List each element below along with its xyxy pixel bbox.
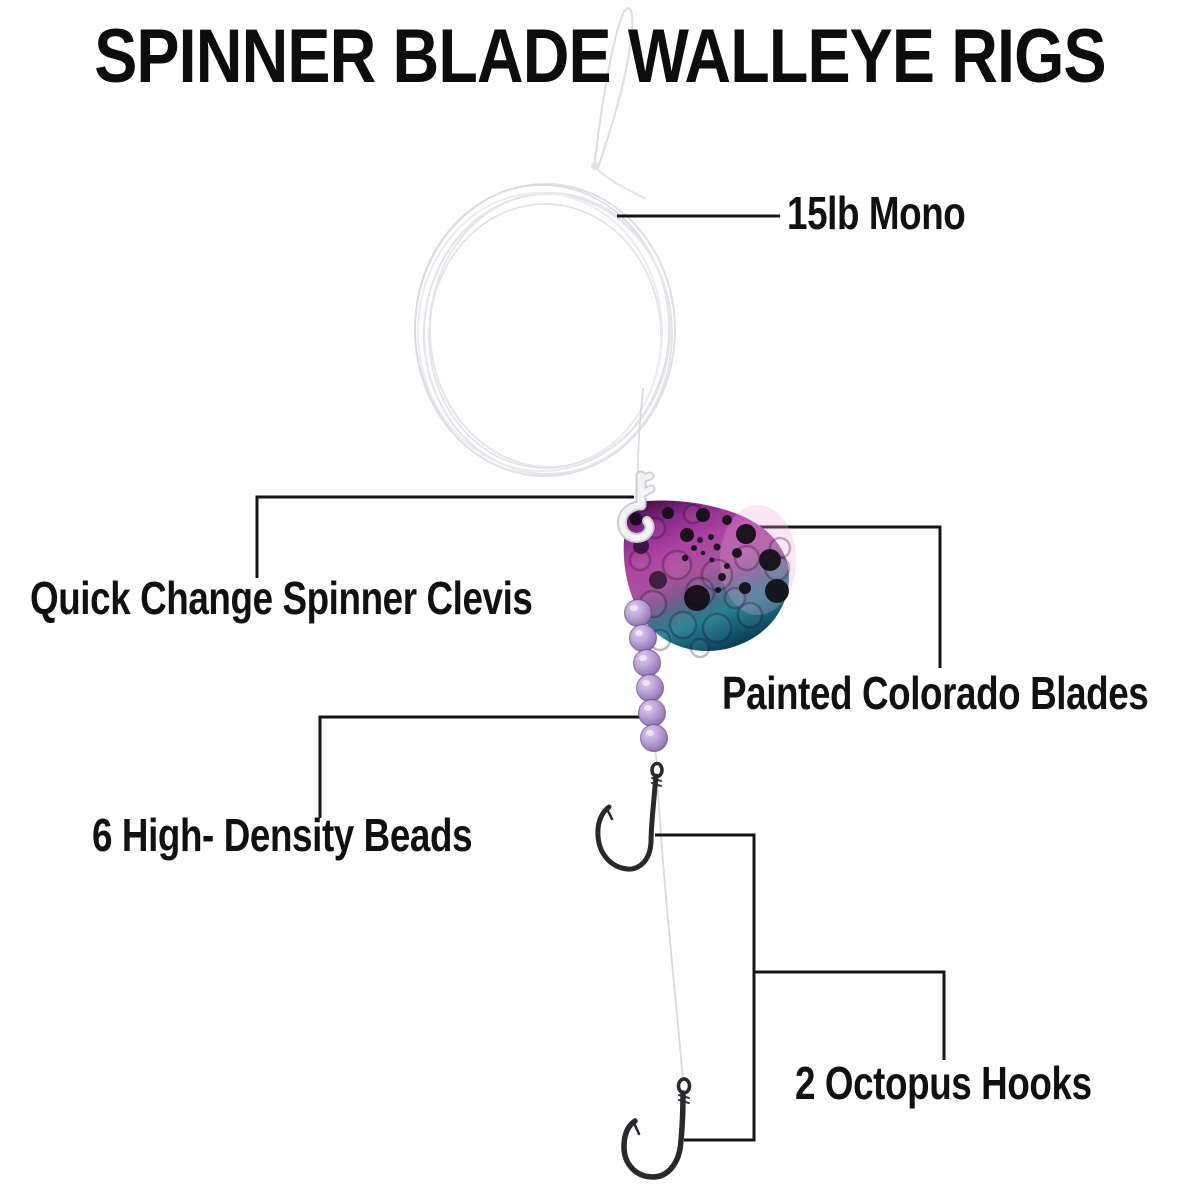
label-high-density-beads: 6 High- Density Beads <box>92 809 473 861</box>
blade-hole <box>629 512 643 526</box>
label-painted-colorado-blades: Painted Colorado Blades <box>722 667 1149 719</box>
mono-line-coil-icon <box>414 183 676 477</box>
callout-line-hooks-bracket <box>655 833 756 1142</box>
octopus-hook-lower-icon <box>621 1077 692 1180</box>
callout-line-blades <box>748 525 942 668</box>
callout-line-hooks-branch <box>754 970 946 1060</box>
label-15lb-mono: 15lb Mono <box>787 187 966 239</box>
label-octopus-hooks: 2 Octopus Hooks <box>795 1057 1092 1109</box>
spinner-blade-icon <box>623 500 796 659</box>
page-title: SPINNER BLADE WALLEYE RIGS <box>94 14 1106 99</box>
bead-stack-icon <box>623 598 669 753</box>
line-end-loop-icon <box>591 7 647 200</box>
label-quick-change-spinner-clevis: Quick Change Spinner Clevis <box>30 572 533 624</box>
blade-emboss-texture <box>628 503 792 659</box>
callout-line-beads <box>318 715 648 818</box>
clevis-icon <box>616 470 656 543</box>
callout-line-clevis <box>255 495 634 578</box>
octopus-hook-upper-icon <box>595 761 664 872</box>
blade-black-dots <box>633 507 789 611</box>
